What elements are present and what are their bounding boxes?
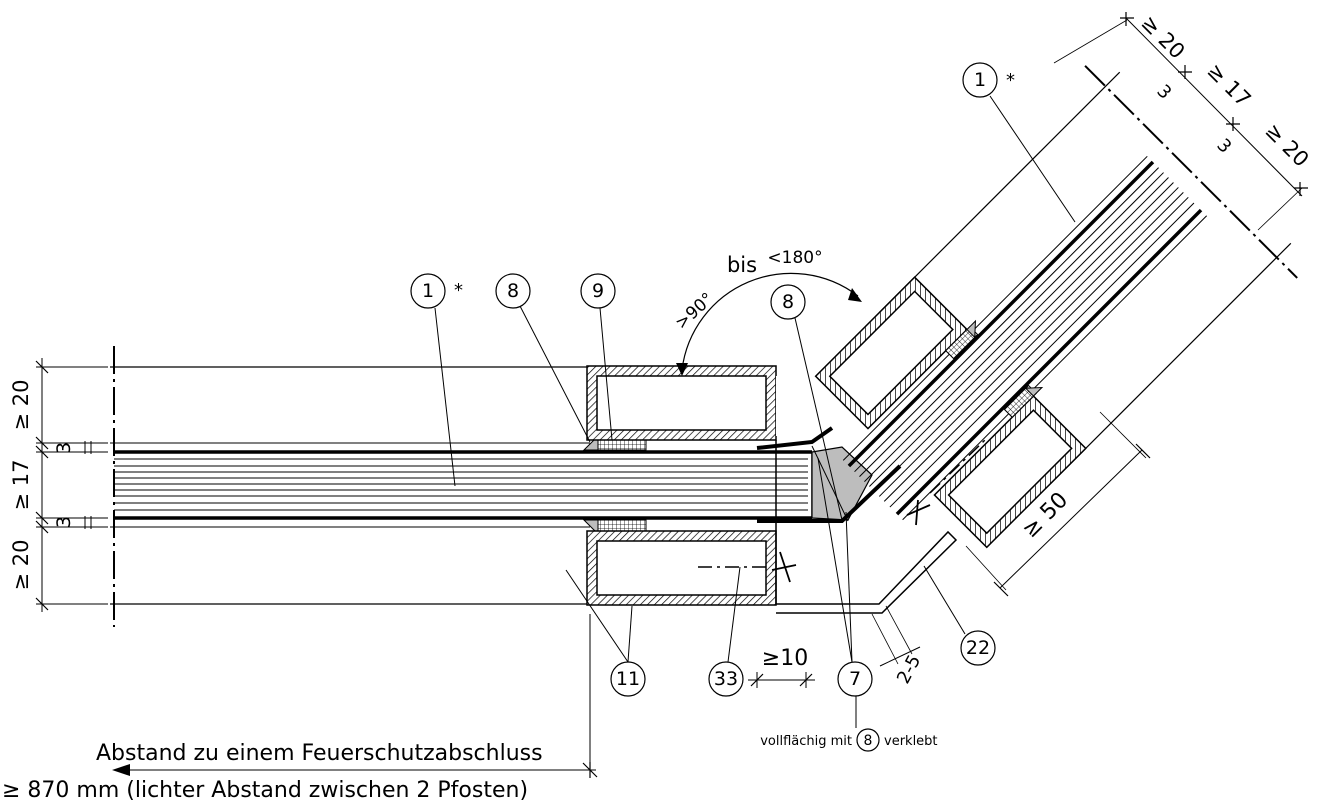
profile-top-right: [814, 276, 969, 430]
svg-text:8: 8: [782, 291, 794, 313]
glass-pane-left: [114, 450, 813, 520]
angle-to: <180°: [767, 248, 822, 268]
right-glazing: [814, 65, 1298, 549]
bottom-line-2: ≥ 870 mm (lichter Abstand zwischen 2 Pfo…: [2, 778, 528, 803]
angle-word: bis: [727, 253, 757, 277]
dim-right-3a: 3: [1152, 81, 1175, 104]
dim-left-top-20: ≥ 20: [9, 380, 33, 431]
callout-33: 33: [708, 566, 744, 697]
dimension-10: ≥10: [748, 646, 815, 688]
setting-block-bottom: [597, 519, 647, 532]
note-7-before: vollflächig mit: [760, 734, 852, 749]
bottom-line-1: Abstand zu einem Feuerschutzabschluss: [96, 741, 543, 766]
angle-indicator: >90° bis <180°: [671, 248, 862, 376]
callout-11: 11: [565, 569, 646, 697]
callout-7: 7: [817, 457, 873, 728]
dimension-2-5: 2-5: [871, 605, 925, 688]
sealant-corner: [811, 446, 873, 521]
left-glazing: [110, 346, 813, 627]
glass-pane-right: [842, 155, 1208, 521]
dim-10: ≥10: [762, 646, 808, 671]
dimension-chain-left: ≥ 20 3 ≥ 17 3 ≥ 20: [9, 358, 108, 612]
svg-text:11: 11: [616, 668, 640, 690]
dim-left-17: ≥ 17: [9, 460, 33, 511]
callout-9: 9: [580, 273, 616, 441]
svg-text:1: 1: [974, 69, 986, 91]
profile-bottom-left: [586, 530, 777, 606]
corner-joint: [756, 426, 958, 614]
callout-1-left: 1 *: [410, 273, 463, 487]
angle-from: >90°: [671, 289, 717, 334]
dim-left-3b: 3: [53, 516, 75, 528]
callout-8-left: 8: [495, 273, 591, 443]
dimension-chain-right: ≥ 20 3 ≥ 17 3 ≥ 20: [1053, 11, 1313, 231]
svg-text:22: 22: [966, 637, 990, 659]
note-7-circled: 8: [864, 733, 873, 749]
callout-22: 22: [923, 565, 996, 666]
dim-left-3a: 3: [53, 442, 75, 454]
dim-2-5: 2-5: [893, 652, 925, 688]
svg-text:1: 1: [422, 280, 434, 302]
dim-right-3b: 3: [1212, 135, 1235, 158]
dim-left-bottom-20: ≥ 20: [9, 540, 33, 591]
svg-text:7: 7: [849, 668, 861, 690]
callout-8-right: 8: [770, 284, 843, 521]
svg-text:33: 33: [714, 668, 738, 690]
callout-1-right: 1 *: [962, 62, 1076, 223]
dim-right-20b: ≥ 20: [1260, 119, 1313, 172]
asterisk-right: *: [1006, 70, 1015, 91]
profile-top-left: [586, 365, 786, 441]
svg-text:8: 8: [507, 280, 519, 302]
asterisk-left: *: [454, 280, 463, 301]
svg-text:9: 9: [592, 280, 604, 302]
note-7-after: verklebt: [884, 734, 938, 749]
note-7: vollflächig mit 8 verklebt: [760, 728, 938, 752]
profile-bottom-right: [933, 394, 1087, 549]
bottom-annotation: Abstand zu einem Feuerschutzabschluss ≥ …: [2, 614, 598, 803]
